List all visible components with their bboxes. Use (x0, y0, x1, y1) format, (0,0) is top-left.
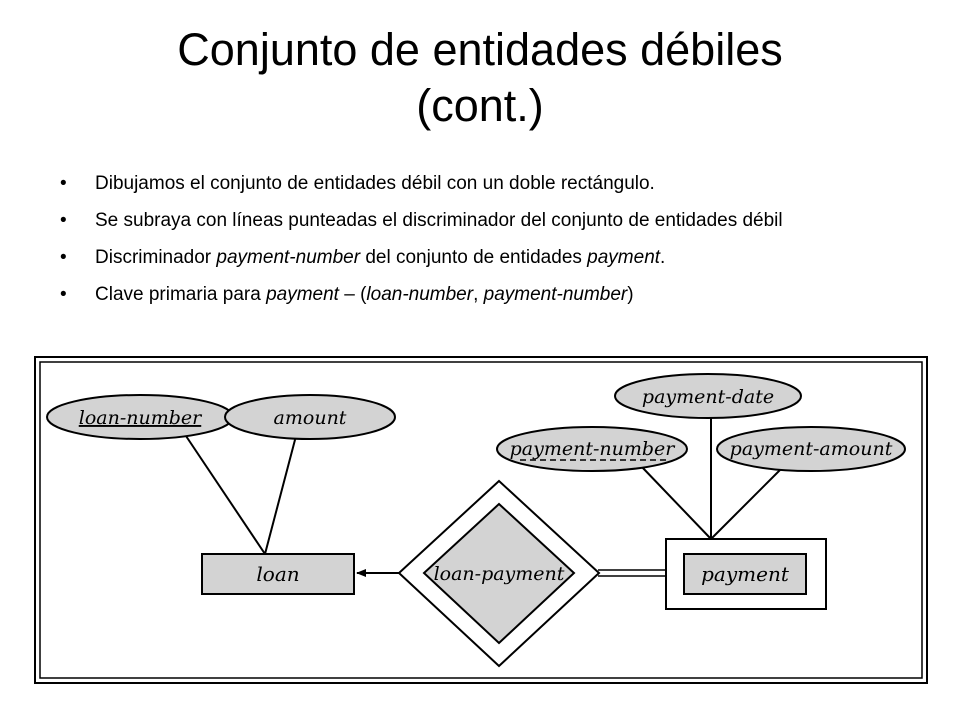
bullet-dot: • (60, 284, 67, 305)
bullet-text: – ( (338, 284, 367, 305)
bullet-text: Se subraya con líneas punteadas el discr… (95, 210, 783, 231)
relationship-label: loan-payment (434, 563, 565, 585)
attribute-payment-date-label: payment-date (642, 386, 774, 408)
attribute-payment-amount-label: payment-amount (730, 438, 893, 460)
relationship-inner-diamond (422, 502, 576, 645)
bullet-italic-term: loan-number (366, 284, 474, 305)
bullet-italic-term: payment (266, 284, 339, 305)
bullet-item: • Clave primaria para payment – (loan-num… (60, 283, 840, 307)
bullet-list: • Dibujamos el conjunto de entidades déb… (60, 172, 840, 320)
line-payment-number-to-payment (640, 465, 712, 540)
line-payment-amount-to-payment (710, 465, 785, 540)
bullet-dot: • (60, 173, 67, 194)
attribute-payment-amount-ellipse (716, 426, 906, 472)
bullet-italic-term: payment-number (483, 284, 628, 305)
bullet-text: Clave primaria para (95, 284, 267, 305)
bullet-text: Discriminador (95, 247, 217, 268)
bullet-text: . (660, 247, 666, 268)
line-loan-number-to-loan (185, 435, 266, 555)
entity-loan-label: loan (256, 562, 299, 586)
bullet-dot: • (60, 247, 67, 268)
bullet-text: , (473, 284, 484, 305)
slide-title: Conjunto de entidades débiles (cont.) (0, 22, 960, 134)
attribute-amount-ellipse (224, 394, 396, 440)
bullet-italic-term: payment-number (216, 247, 361, 268)
attribute-amount-label: amount (274, 407, 347, 429)
bullet-italic-term: payment (587, 247, 661, 268)
bullet-text: ) (627, 284, 634, 305)
bullet-item: • Se subraya con líneas punteadas el dis… (60, 209, 840, 233)
slide-title-line-1: Conjunto de entidades débiles (177, 24, 783, 75)
bullet-dot: • (60, 210, 67, 231)
entity-loan-box (201, 553, 355, 595)
attribute-payment-date-ellipse (614, 373, 802, 419)
line-amount-to-loan (264, 435, 297, 555)
bullet-item: • Discriminador payment-number del conjun… (60, 246, 840, 270)
er-diagram: loan-number amount payment-date payment-… (34, 356, 928, 684)
slide-title-line-2: (cont.) (416, 80, 544, 131)
bullet-item: • Dibujamos el conjunto de entidades déb… (60, 172, 840, 196)
bullet-text: del conjunto de entidades (360, 247, 588, 268)
bullet-text: Dibujamos el conjunto de entidades débil… (95, 173, 655, 194)
entity-payment-label: payment (701, 562, 790, 586)
attribute-payment-number-label: payment-number (510, 438, 677, 460)
diagram-frame-inner (39, 361, 923, 679)
entity-payment-inner-box (683, 553, 807, 595)
attribute-loan-number-label: loan-number (79, 407, 203, 429)
